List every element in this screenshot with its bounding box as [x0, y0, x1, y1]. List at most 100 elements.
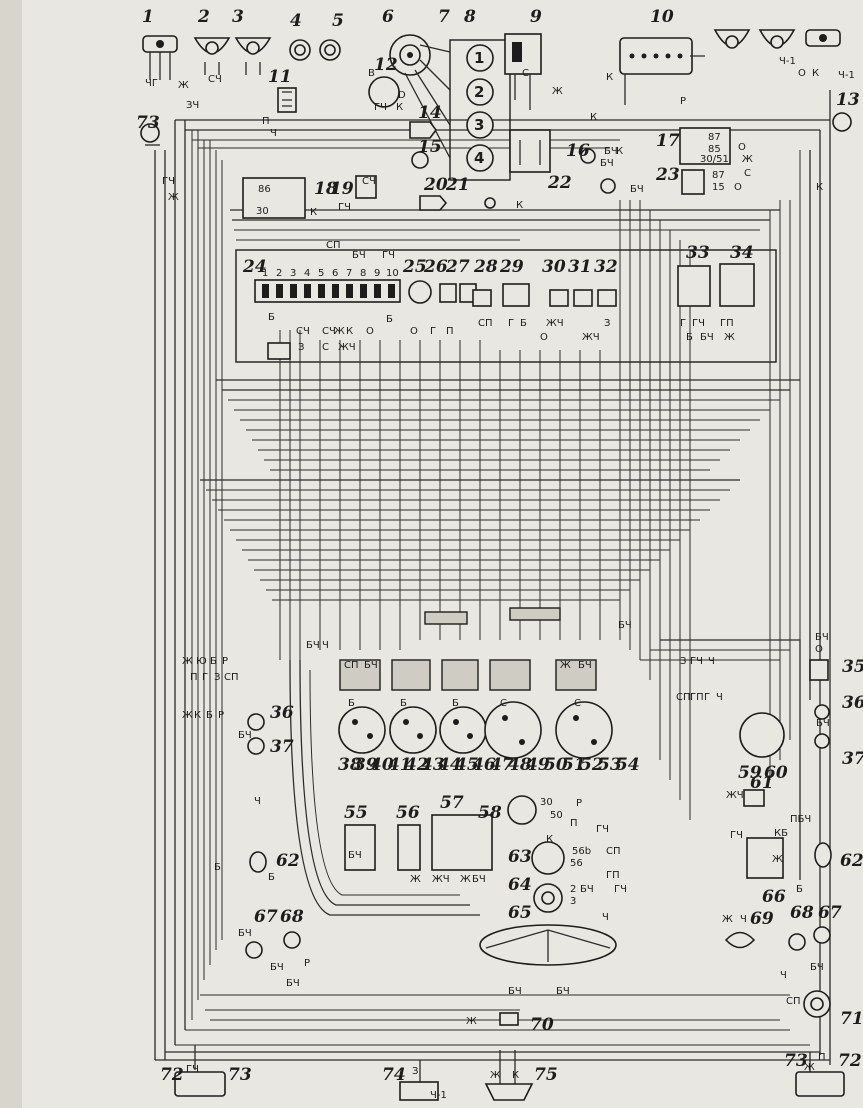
fuse-number: 10 [386, 268, 399, 279]
component-75-rear-lamp [484, 1083, 534, 1101]
label-26: 26 [423, 257, 448, 277]
wire-label: К [546, 834, 553, 845]
component-2-left-horn [193, 37, 231, 75]
wire-label: К [616, 146, 623, 157]
wire-label: О [366, 326, 374, 337]
label-13: 13 [836, 90, 860, 110]
wire-label: ЖЧ [546, 318, 564, 329]
wire-label: ЗЧ [186, 100, 199, 111]
label-1: 1 [142, 7, 154, 27]
wire-label: К [512, 1070, 519, 1081]
wire-label: БЧ [352, 250, 366, 261]
component-23-relay: 87 15 [681, 169, 725, 195]
label-68-right: 68 [790, 903, 814, 923]
component-74-plate-lamp [399, 1081, 439, 1101]
component-59-60-gauges [739, 712, 785, 758]
wire-label: О [738, 142, 746, 153]
wire-label: СЧ [208, 74, 222, 85]
wire-label: БЧ [286, 978, 300, 989]
component-34-relay [719, 263, 755, 307]
label-5: 5 [332, 11, 344, 31]
cylinder-3 [466, 111, 494, 139]
relay-23-term-15: 15 [712, 182, 725, 193]
wire-label: О [815, 644, 823, 655]
wire-label: Ж [772, 854, 783, 865]
cylinder-2 [466, 78, 494, 106]
component-73-side-lamp-top [140, 123, 160, 146]
relay-17-term-30-51: 30/51 [700, 154, 729, 165]
component-24-relay-small [267, 342, 291, 360]
col-label: СП [676, 692, 691, 703]
label-50: 50 [544, 755, 568, 775]
wire-label: Г [430, 326, 436, 337]
component-11-relay [277, 87, 297, 113]
label-68-left: 68 [280, 907, 304, 927]
wire-label: Б [452, 698, 459, 709]
component-24-fuse-block [254, 279, 401, 303]
wire-label: Ч [270, 128, 277, 139]
fuse-number: 3 [290, 268, 296, 279]
wire-label: ГЧ [382, 250, 395, 261]
component-15-sensor [411, 151, 429, 169]
wire-label: СП [606, 846, 621, 857]
cylinder-number-4: 4 [474, 149, 484, 167]
component-17-relay: 87 85 30/51 [679, 127, 731, 165]
wire-label: Р [576, 798, 582, 809]
wire-label: К [816, 182, 823, 193]
wire-label: БЧ [348, 850, 362, 861]
wire-label: БЧ [580, 884, 594, 895]
label-74: 74 [382, 1065, 406, 1085]
wire-label: О [798, 68, 806, 79]
wire-label: Ч [780, 970, 787, 981]
fuse-number: 6 [332, 268, 338, 279]
label-47: 47 [490, 755, 514, 775]
label-21: 21 [445, 175, 470, 195]
col-label: З [680, 656, 686, 667]
label-61: 61 [750, 773, 774, 793]
wire-label: З [604, 318, 610, 329]
component-13-side-lamp [832, 112, 852, 132]
component-5-lamp [319, 39, 341, 61]
label-9: 9 [530, 7, 542, 27]
label-3: 3 [232, 7, 244, 27]
component-56-switch [397, 824, 421, 871]
component-71-lamp [803, 990, 831, 1018]
component-68-left-lamp [283, 931, 301, 949]
component-36-left-lamp [247, 713, 265, 731]
cylinder-4 [466, 144, 494, 172]
wire-label: Б [386, 314, 393, 325]
wire-label: Ч-1 [430, 1090, 447, 1101]
wire-label: П [570, 818, 578, 829]
wire-label: ГП [720, 318, 734, 329]
wire-label: БЧ [578, 660, 592, 671]
component-22-starter [509, 129, 551, 173]
label-66: 66 [762, 887, 786, 907]
label-14: 14 [418, 103, 442, 123]
wire-label: СП [478, 318, 493, 329]
component-61-switch [743, 789, 765, 807]
label-55: 55 [344, 803, 368, 823]
label-44: 44 [438, 755, 462, 775]
component-21-sensor [484, 197, 496, 209]
wire-label: ЖЧ [432, 874, 450, 885]
component-37-right-lamp [814, 733, 830, 749]
label-73-left: 73 [228, 1065, 252, 1085]
component-62-right-door-switch [814, 842, 832, 868]
component-18-right-sensor [600, 178, 616, 194]
component-16-sensor [580, 148, 596, 164]
component-66-relay [746, 837, 784, 879]
label-59: 59 [738, 763, 762, 783]
wire-label: Р [304, 958, 310, 969]
label-53: 53 [598, 755, 622, 775]
col-label: Ж [182, 710, 193, 721]
label-40: 40 [370, 755, 394, 775]
component-35-switch [809, 659, 829, 681]
label-15: 15 [418, 137, 442, 157]
component-3-right-horn [713, 29, 751, 49]
wire-label: Ж [490, 1070, 501, 1081]
left-column-labels-top: Ж Ю Б Р П Г З СП Ж К Б Р [182, 656, 239, 721]
component-1-right-lamp [805, 29, 841, 47]
wire-label: О [410, 326, 418, 337]
component-14-sensor [409, 121, 437, 139]
wire-label: ГП [606, 870, 620, 881]
